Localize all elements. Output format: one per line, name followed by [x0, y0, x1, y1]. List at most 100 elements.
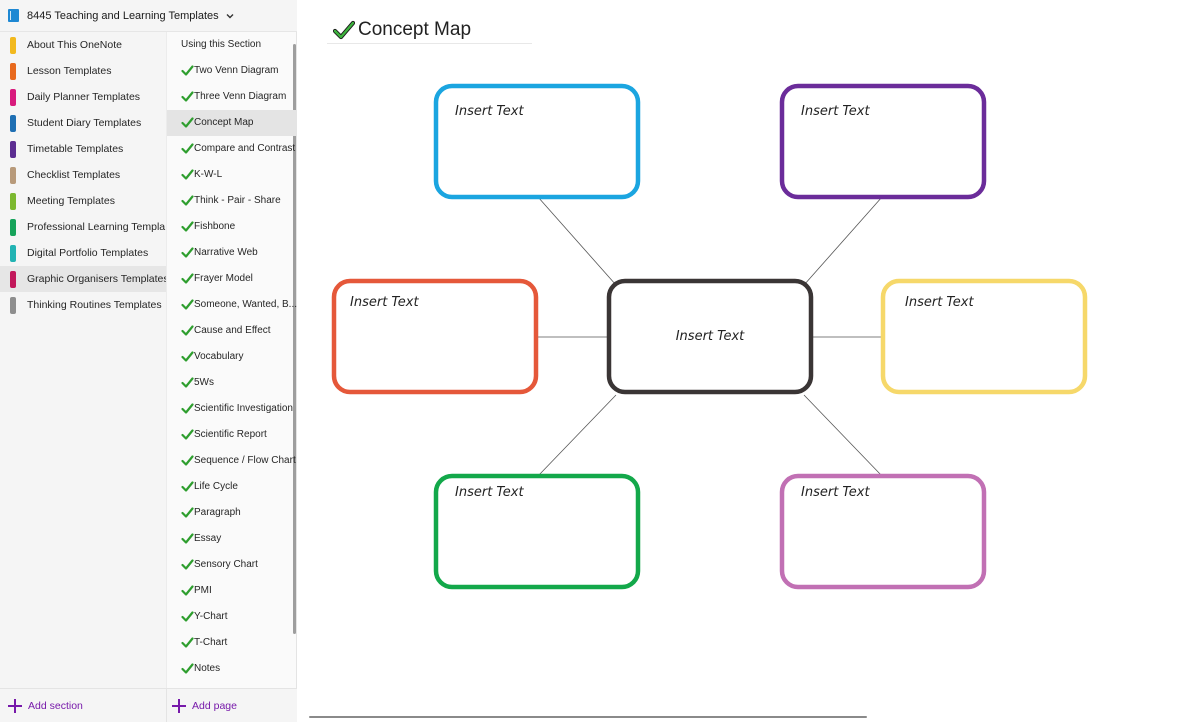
checkmark-icon: [181, 351, 194, 362]
checkmark-icon: [181, 403, 194, 414]
concept-box-text[interactable]: Insert Text: [801, 485, 870, 500]
section-item[interactable]: Timetable Templates: [0, 136, 166, 162]
page-label: Scientific Report: [194, 429, 267, 440]
connector-line: [537, 196, 617, 286]
section-item[interactable]: Lesson Templates: [0, 58, 166, 84]
section-color-tab: [10, 141, 16, 158]
concept-box-middle-right[interactable]: Insert Text: [880, 278, 1088, 395]
concept-box-border: [880, 278, 1088, 395]
concept-box-top-left[interactable]: Insert Text: [433, 83, 641, 200]
section-color-tab: [10, 37, 16, 54]
page-item[interactable]: Narrative Web: [167, 240, 297, 266]
section-item[interactable]: Digital Portfolio Templates: [0, 240, 166, 266]
page-item[interactable]: Scientific Report: [167, 422, 297, 448]
page-item[interactable]: 5Ws: [167, 370, 297, 396]
page-item[interactable]: Vocabulary: [167, 344, 297, 370]
section-label: Meeting Templates: [27, 195, 115, 207]
page-label: Paragraph: [194, 507, 241, 518]
section-label: Graphic Organisers Templates: [27, 273, 169, 285]
connector-line: [803, 394, 883, 477]
concept-box-border: [779, 83, 987, 200]
page-label: Sequence / Flow Chart: [194, 455, 296, 466]
page-item[interactable]: Sensory Chart: [167, 552, 297, 578]
horizontal-scrollbar[interactable]: [309, 716, 867, 718]
concept-box-border: [606, 278, 814, 395]
page-item[interactable]: PMI: [167, 578, 297, 604]
page-item[interactable]: Think - Pair - Share: [167, 188, 297, 214]
section-item[interactable]: About This OneNote: [0, 32, 166, 58]
section-item[interactable]: Daily Planner Templates: [0, 84, 166, 110]
concept-box-top-right[interactable]: Insert Text: [779, 83, 987, 200]
section-item[interactable]: Checklist Templates: [0, 162, 166, 188]
chevron-down-icon[interactable]: [221, 7, 239, 25]
page-label: Y-Chart: [194, 611, 228, 622]
page-item[interactable]: Life Cycle: [167, 474, 297, 500]
section-color-tab: [10, 167, 16, 184]
section-color-tab: [10, 271, 16, 288]
concept-box-text[interactable]: Insert Text: [801, 104, 870, 119]
section-item[interactable]: Thinking Routines Templates: [0, 292, 166, 318]
page-item[interactable]: Someone, Wanted, B...: [167, 292, 297, 318]
page-item[interactable]: Two Venn Diagram: [167, 58, 297, 84]
section-label: Professional Learning Templa...: [27, 221, 174, 233]
page-label: Two Venn Diagram: [194, 65, 279, 76]
connector-line: [803, 196, 883, 286]
page-item[interactable]: Frayer Model: [167, 266, 297, 292]
section-color-tab: [10, 219, 16, 236]
section-item[interactable]: Professional Learning Templa...: [0, 214, 174, 240]
checkmark-icon: [181, 559, 194, 570]
section-item[interactable]: Meeting Templates: [0, 188, 166, 214]
page-item[interactable]: Essay: [167, 526, 297, 552]
concept-box-text[interactable]: Insert Text: [676, 329, 745, 344]
concept-box-bottom-left[interactable]: Insert Text: [433, 473, 641, 590]
concept-box-text[interactable]: Insert Text: [455, 485, 524, 500]
page-item[interactable]: Fishbone: [167, 214, 297, 240]
plus-icon: [172, 699, 186, 713]
page-item[interactable]: Compare and Contrast: [167, 136, 297, 162]
page-label: PMI: [194, 585, 212, 596]
page-title-area[interactable]: Concept Map: [327, 16, 532, 44]
checkmark-icon: [181, 611, 194, 622]
page-item[interactable]: Notes: [167, 656, 297, 682]
checkmark-icon: [181, 455, 194, 466]
page-item[interactable]: Sequence / Flow Chart: [167, 448, 297, 474]
concept-box-text[interactable]: Insert Text: [455, 104, 524, 119]
page-item[interactable]: Using this Section: [167, 32, 297, 58]
section-label: Timetable Templates: [27, 143, 124, 155]
section-item[interactable]: Graphic Organisers Templates: [0, 266, 169, 292]
notebook-title[interactable]: 8445 Teaching and Learning Templates: [27, 9, 219, 22]
page-item[interactable]: Scientific Investigation: [167, 396, 297, 422]
page-title[interactable]: Concept Map: [358, 18, 472, 40]
page-item[interactable]: Three Venn Diagram: [167, 84, 297, 110]
page-item[interactable]: Y-Chart: [167, 604, 297, 630]
page-item[interactable]: Paragraph: [167, 500, 297, 526]
plus-icon: [8, 699, 22, 713]
concept-box-middle-left[interactable]: Insert Text: [331, 278, 539, 395]
section-color-tab: [10, 297, 16, 314]
section-label: Checklist Templates: [27, 169, 121, 181]
add-section-label: Add section: [28, 700, 83, 712]
notebook-header[interactable]: 8445 Teaching and Learning Templates: [0, 0, 297, 32]
concept-box-text[interactable]: Insert Text: [350, 295, 419, 310]
checkmark-icon: [181, 143, 194, 154]
page-item[interactable]: Concept Map: [167, 110, 297, 136]
add-section-button[interactable]: Add section: [8, 698, 83, 714]
page-label: Fishbone: [194, 221, 236, 232]
pages-scrollbar[interactable]: [293, 44, 296, 634]
checkmark-icon: [181, 221, 194, 232]
concept-box-border: [779, 473, 987, 590]
concept-box-center[interactable]: Insert Text: [606, 278, 814, 395]
page-item[interactable]: K-W-L: [167, 162, 297, 188]
concept-box-bottom-right[interactable]: Insert Text: [779, 473, 987, 590]
page-label: Three Venn Diagram: [194, 91, 287, 102]
checkmark-icon: [333, 20, 355, 39]
page-item[interactable]: Cause and Effect: [167, 318, 297, 344]
page-label: Concept Map: [194, 117, 254, 128]
concept-box-text[interactable]: Insert Text: [905, 295, 974, 310]
page-item[interactable]: T-Chart: [167, 630, 297, 656]
add-page-button[interactable]: Add page: [172, 698, 237, 714]
section-color-tab: [10, 193, 16, 210]
section-item[interactable]: Student Diary Templates: [0, 110, 166, 136]
